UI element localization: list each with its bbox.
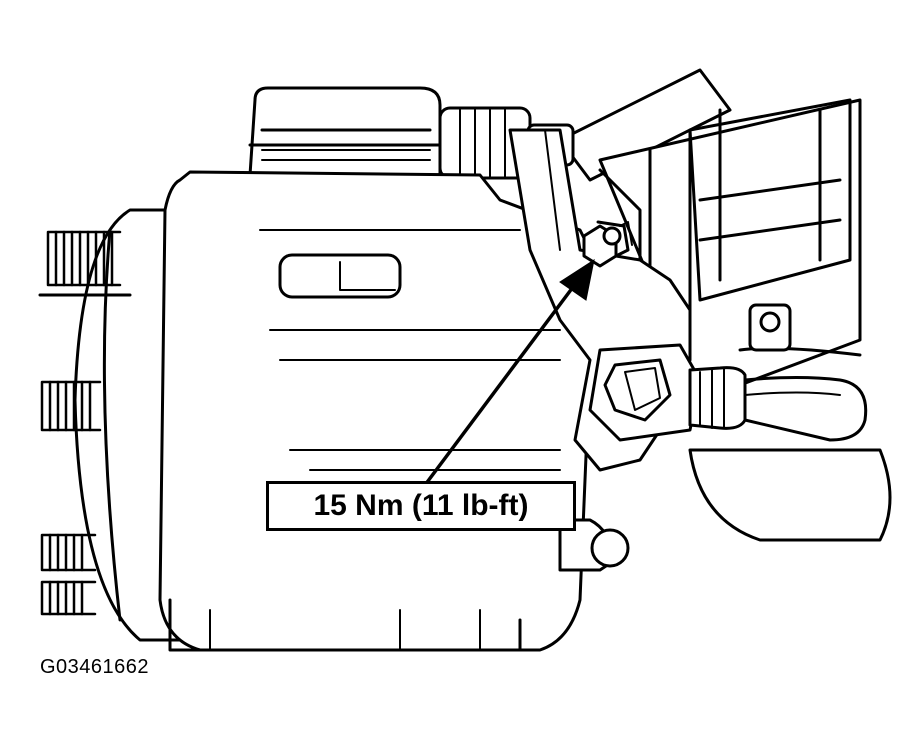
wheel-stud-middle — [40, 380, 102, 432]
arrow-icon — [423, 258, 595, 487]
wheel-stud-lower — [40, 533, 97, 616]
guide-pin-bolt — [588, 343, 702, 442]
figure-id: G03461662 — [40, 656, 150, 678]
wheel-stud-upper — [46, 230, 122, 287]
wheel-studs — [40, 230, 122, 616]
bracket-bolt-rear — [748, 303, 792, 352]
brake-pad-bracket — [248, 86, 442, 177]
brake-line — [688, 346, 868, 442]
torque-spec-label: 15 Nm (11 lb-ft) — [266, 481, 576, 531]
steering-knuckle — [558, 448, 892, 572]
bleeder-screw — [582, 220, 633, 268]
